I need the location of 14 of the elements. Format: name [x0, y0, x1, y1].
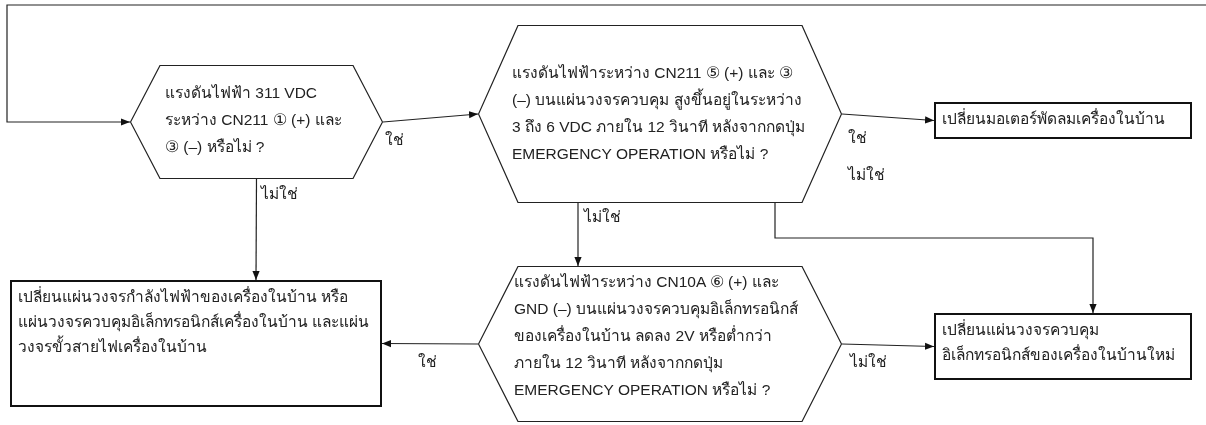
- arrow: [381, 339, 479, 348]
- arrow: [841, 113, 935, 124]
- action-box: เปลี่ยนมอเตอร์พัดลมเครื่องในบ้าน: [934, 102, 1192, 139]
- arrow: [382, 111, 479, 123]
- arrow: [6, 4, 1206, 126]
- arrow: [574, 202, 582, 267]
- arrow: [252, 178, 260, 281]
- arrow: [841, 342, 935, 350]
- decision-hexagon: แรงดันไฟฟ้าระหว่าง CN211 ⑤ (+) และ ③ (–) บนแผ่นวงจรควบคุม สูงขึ้นอยู่ในระหว่าง 3 ถึง 6 VDC ภายใน 12 วินาที หลังจากกดปุ่ม EMERGENCY OPERATION หรือไม่ ?: [478, 25, 842, 203]
- decision-hexagon: แรงดันไฟฟ้าระหว่าง CN10A ⑥ (+) และ GND (–) บนแผ่นวงจรควบคุมอิเล็กทรอนิกส์ของเครื่องในบ้าน ลดลง 2V หรือต่ำกว่า ภายใน 12 วินาที หลังจากกดปุ่ม EMERGENCY OPERATION หรือไม่ ?: [478, 266, 842, 422]
- decision-hexagon: แรงดันไฟฟ้า 311 VDC ระหว่าง CN211 ① (+) และ ③ (–) หรือไม่ ?: [130, 65, 383, 179]
- action-box: เปลี่ยนแผ่นวงจรกำลังไฟฟ้าของเครื่องในบ้าน หรือแผ่นวงจรควบคุมอิเล็กทรอนิกส์เครื่องในบ้าน และแผ่นวงจรขั้วสายไฟเครื่องในบ้าน: [10, 280, 382, 407]
- action-box: เปลี่ยนแผ่นวงจรควบคุมอิเล็กทรอนิกส์ของเครื่องในบ้านใหม่: [934, 313, 1192, 380]
- arrow: [774, 202, 1097, 314]
